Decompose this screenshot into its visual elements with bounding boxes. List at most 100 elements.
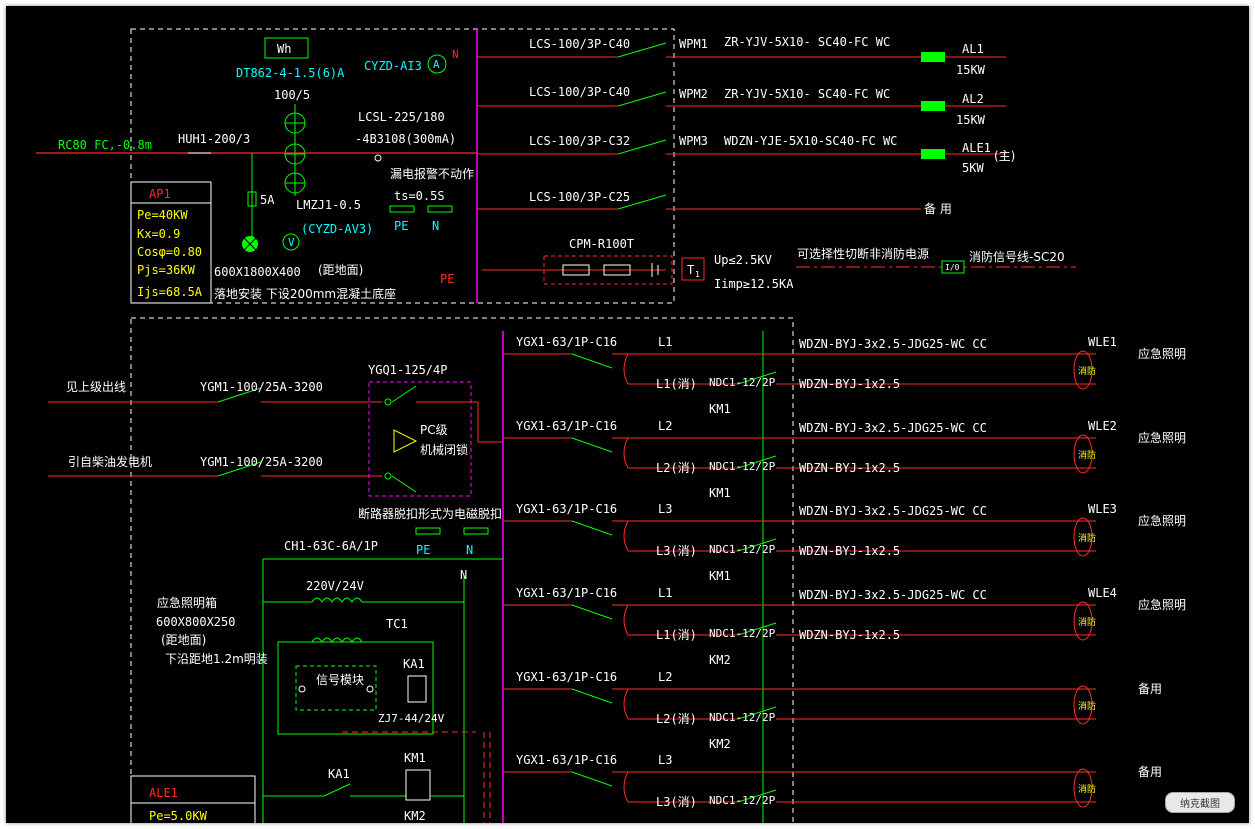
ct-ratio: 100/5 [274,88,310,102]
outgoing-cable: ZR-YJV-5X10- SC40-FC WC [724,35,890,49]
ap1-panel-boundary [130,28,675,304]
fire-module-label: 消防 [1078,365,1096,377]
lower-n-label: N [466,543,473,557]
ale1-box-title: 应急照明箱 [157,595,217,610]
circuit-km: KM1 [709,486,731,500]
circuit-breaker-blade [571,604,613,620]
ats-arrow-icon [393,429,418,453]
ka1-relay-label: KA1 [403,657,425,671]
fire-module-label: 消防 [1078,783,1096,795]
source-1-switch [217,387,262,403]
outgoing-circuit: LCS-100/3P-C32 WPM3 WDZN-YJE-5X10-SC40-F… [477,134,1015,175]
upper-n-marker: N [452,48,459,61]
circuit-cable-main: WDZN-BYJ-3x2.5-JDG25-WC CC [799,421,987,435]
spd-tag-box [681,257,705,281]
ats-class: PC级 [420,423,448,437]
outgoing-circuit: LCS-100/3P-C25 备 用 [477,190,952,216]
circuit-ndc: NDC1-12/2P [709,543,776,556]
transformer-secondary-icon [311,637,363,643]
outgoing-cable: ZR-YJV-5X10- SC40-FC WC [724,87,890,101]
outgoing-circuit-id: WPM2 [679,87,708,101]
load-box-icon [921,149,945,159]
spd-up: Up≤2.5KV [714,253,772,267]
fuse-icon [247,191,257,207]
voltmeter-model: (CYZD-AV3) [301,222,373,236]
ale1-params-box [130,775,256,823]
circuit-breaker: YGX1-63/1P-C16 [516,753,617,767]
lower-n-bar [463,527,489,535]
circuit-branch-arc [623,771,629,803]
outgoing-switch-blade [617,91,667,107]
circuit-ndc-blade [737,789,777,803]
source-1-label: 见上级出线 [66,380,126,394]
secondary-loop [277,641,434,735]
circuit-ndc: NDC1-12/2P [709,794,776,807]
fire-module-label: 消防 [1078,449,1096,461]
circuit-breaker: YGX1-63/1P-C16 [516,419,617,433]
ap1-param: Pjs=36KW [137,263,196,277]
outgoing-breaker: LCS-100/3P-C32 [529,134,630,148]
energy-meter-model: DT862-4-1.5(6)A [236,66,345,80]
circuit-breaker: YGX1-63/1P-C16 [516,502,617,516]
outgoing-dest: 备 用 [924,202,952,216]
outgoing-dest: AL2 [962,92,984,106]
circuit-km: KM2 [709,653,731,667]
outgoing-circuit: LCS-100/3P-C40 WPM1 ZR-YJV-5X10- SC40-FC… [477,35,1006,77]
ats-contact [384,472,392,480]
circuit-cable-fire: WDZN-BYJ-1x2.5 [799,377,900,391]
circuit-phase-fire: L1(消) [656,628,697,642]
fuse-rating: 5A [260,193,275,207]
km1-coil-label: KM1 [404,751,426,765]
energy-meter-box [264,37,309,59]
io-module [941,260,965,274]
outgoing-circuit-id: WPM1 [679,37,708,51]
ap1-param: Ijs=68.5A [137,285,203,299]
circuit-use: 备用 [1138,682,1162,696]
spd-tag: T [687,263,694,277]
rcd-contact [374,154,382,162]
ale1-name: ALE1 [149,786,178,800]
ap1-params-box [130,181,212,304]
transformer-primary-icon [311,597,363,603]
circuit-wle: WLE3 [1088,502,1117,516]
energy-meter-symbol: Wh [277,42,291,56]
circuit-ndc: NDC1-12/2P [709,711,776,724]
outgoing-note: (主) [994,149,1015,163]
cad-drawing-frame: Wh DT862-4-1.5(6)A CYZD-AI3 A N 100/5 LC… [6,6,1249,823]
circuit-cable-main: WDZN-BYJ-3x2.5-JDG25-WC CC [799,337,987,351]
voltmeter-symbol: V [288,236,295,249]
ka1-contact-label: KA1 [328,767,350,781]
circuit-wle: WLE1 [1088,335,1117,349]
circuit-ndc-blade [737,455,777,469]
circuit-ndc-blade [737,371,777,385]
fire-module-label: 消防 [1078,532,1096,544]
outgoing-power: 15KW [956,113,986,127]
leak-alarm-note: 漏电报警不动作 [390,166,474,181]
ka1-contact-blade [323,783,351,797]
ammeter-symbol: A [433,58,440,71]
circuit-phase-fire: L2(消) [656,712,697,726]
ale1-panel-boundary [130,317,794,823]
ka1-relay-coil [407,675,427,703]
outgoing-power: 5KW [962,161,984,175]
outgoing-breaker: LCS-100/3P-C40 [529,37,630,51]
source-2-switch [217,461,262,477]
ap1-name: AP1 [149,187,171,201]
circuit-cable-fire: WDZN-BYJ-1x2.5 [799,461,900,475]
circuit-phase: L1 [658,335,672,349]
ygm-breaker-1: YGM1-100/25A-3200 [200,380,323,394]
ap1-box-size: 600X1800X400 [214,265,301,279]
spd-imp: Iimp≥12.5KA [714,277,794,291]
spd-model: CPM-R100T [569,237,634,251]
outgoing-circuit-id: WPM3 [679,134,708,148]
circuit-breaker: YGX1-63/1P-C16 [516,670,617,684]
fire-module-icon [1073,601,1093,641]
circuit-branch-arc [623,604,629,636]
voltmeter-icon [282,233,300,251]
pe-red-label: PE [440,272,454,286]
fire-module-icon [1073,350,1093,390]
